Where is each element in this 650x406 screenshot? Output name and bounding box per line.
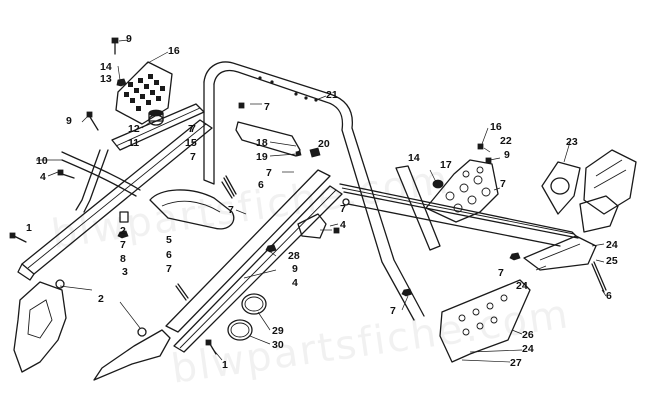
callout-1-bottom: 1 <box>222 359 228 371</box>
spring-6-seat <box>175 283 189 301</box>
callout-9-mid: 9 <box>292 263 298 275</box>
callout-11: 11 <box>128 137 139 149</box>
crossbar-lower <box>342 198 561 247</box>
callout-7-br: 7 <box>498 267 504 279</box>
nut-7-bracket <box>117 230 129 239</box>
callout-17: 17 <box>440 159 452 171</box>
callout-14-left: 14 <box>100 61 112 73</box>
floor-rail-lower <box>173 185 343 353</box>
callout-9-right: 9 <box>504 149 510 161</box>
spacer-2-left <box>119 211 129 223</box>
callout-7-tube: 7 <box>190 123 196 135</box>
side-rail-3 <box>17 119 213 281</box>
callout-27: 27 <box>510 357 522 369</box>
callout-9-top: 9 <box>126 33 132 45</box>
mounting-plate-16 <box>115 61 173 125</box>
callout-4-mid: 4 <box>292 277 298 289</box>
callout-18: 18 <box>256 137 268 149</box>
callout-2-low: 2 <box>98 293 104 305</box>
callout-8: 8 <box>120 253 126 265</box>
callout-12: 12 <box>128 123 140 135</box>
bolt-9-left <box>86 111 99 131</box>
roll-bar-21 <box>203 61 425 321</box>
bolt-4-left <box>57 169 75 179</box>
spring-6-right <box>591 261 607 293</box>
bolt-19 <box>295 150 302 157</box>
callout-15: 15 <box>185 137 197 149</box>
callout-10: 10 <box>36 155 48 167</box>
callout-7-mid2: 7 <box>340 203 346 215</box>
bracket-lower-right <box>93 327 171 381</box>
callout-7-mid: 7 <box>190 151 196 163</box>
callout-22: 22 <box>500 135 512 147</box>
callout-20: 20 <box>318 138 330 150</box>
rubber-mount-12 <box>148 109 164 126</box>
callout-7-plate: 7 <box>500 178 506 190</box>
seat-5 <box>149 189 235 230</box>
callout-24-bottom: 24 <box>522 343 534 355</box>
callout-24-top: 24 <box>606 239 618 251</box>
bolt-7-top <box>238 102 245 109</box>
leader-lines <box>13 39 607 363</box>
callout-7-bracket: 7 <box>120 239 126 251</box>
nut-7-bl <box>401 288 413 297</box>
bracket-18 <box>235 121 301 157</box>
bolt-9-right <box>485 157 492 164</box>
callout-3: 3 <box>122 266 128 278</box>
spring-6-mid <box>221 175 237 199</box>
callout-26: 26 <box>522 329 534 341</box>
bolt-1-left <box>9 232 27 243</box>
bolt-22 <box>477 143 484 150</box>
callout-7-left: 7 <box>188 123 194 135</box>
module-23 <box>541 149 637 233</box>
callout-29: 29 <box>272 325 284 337</box>
callout-2-left: 2 <box>120 225 126 237</box>
callout-7-bl: 7 <box>390 305 396 317</box>
clamp-30 <box>227 319 253 341</box>
crossbar-right <box>339 183 579 239</box>
callout-13: 13 <box>100 73 112 85</box>
clamp-29 <box>241 293 267 315</box>
nut-20 <box>309 147 321 158</box>
callout-6-mid: 6 <box>258 179 264 191</box>
callout-21: 21 <box>326 89 338 101</box>
callout-25: 25 <box>606 255 618 267</box>
callout-4-left: 4 <box>40 171 46 183</box>
callout-9-left: 9 <box>66 115 72 127</box>
callout-7-seat2: 7 <box>166 263 172 275</box>
callout-28: 28 <box>288 250 300 262</box>
callout-4-center: 4 <box>340 219 346 231</box>
nut-9-mid <box>265 244 277 253</box>
callout-7-top: 7 <box>264 101 270 113</box>
callout-6-seat: 6 <box>166 249 172 261</box>
floor-rail-upper <box>165 169 331 333</box>
nut-7-br <box>509 252 521 261</box>
bar-14-right <box>395 165 441 251</box>
callout-7-seat: 7 <box>228 204 234 216</box>
callout-23: 23 <box>566 136 578 148</box>
callout-16-right: 16 <box>490 121 502 133</box>
callout-16-top: 16 <box>168 45 180 57</box>
bolt-4-mid <box>333 227 340 234</box>
callout-24-mid: 24 <box>516 280 528 292</box>
callout-labels: 9 16 14 13 9 7 12 11 15 7 10 4 2 7 8 1 3… <box>26 33 618 371</box>
lower-bracket-2 <box>13 279 67 373</box>
bracket-28 <box>297 213 327 239</box>
callout-6-right: 6 <box>606 290 612 302</box>
nut-13 <box>116 78 127 87</box>
callout-7-row: 7 <box>266 167 272 179</box>
bracket-24 <box>523 235 597 271</box>
bolt-9-top <box>111 37 119 55</box>
watermark-text: blwpartsfiche.com <box>49 157 453 258</box>
callout-5: 5 <box>166 234 172 246</box>
callout-19: 19 <box>256 151 268 163</box>
clip-17 <box>432 179 444 189</box>
plate-16-right <box>425 159 499 223</box>
callout-30: 30 <box>272 339 284 351</box>
callout-14-right: 14 <box>408 152 420 164</box>
callout-1-left: 1 <box>26 222 32 234</box>
plate-26 <box>439 279 531 363</box>
